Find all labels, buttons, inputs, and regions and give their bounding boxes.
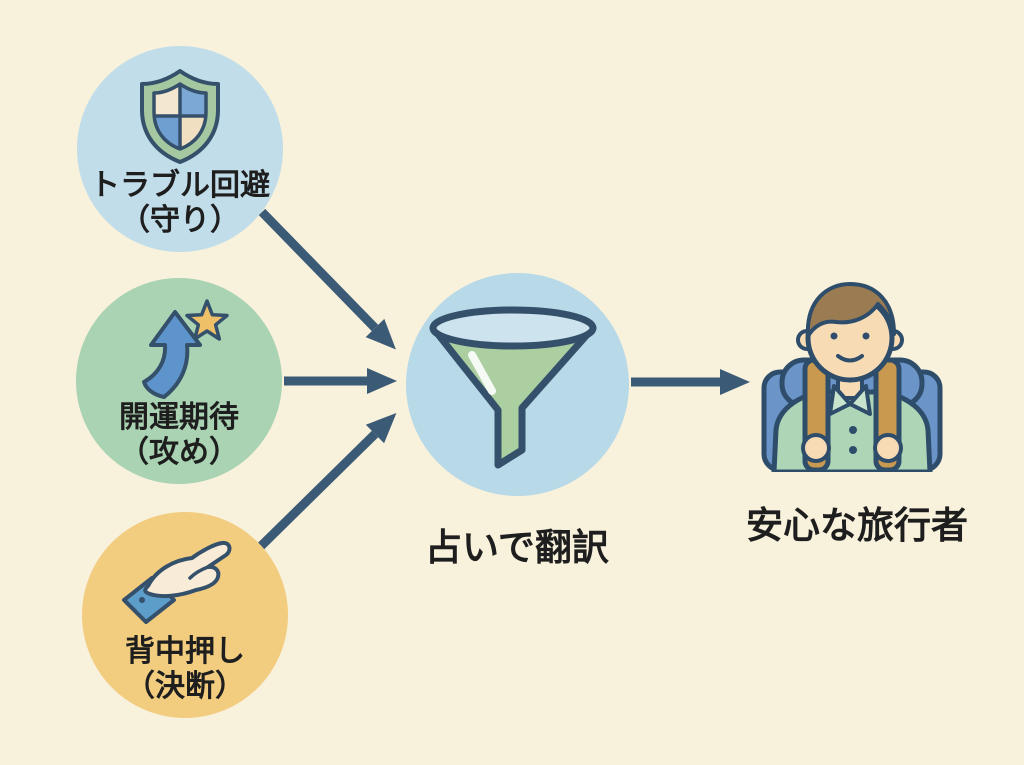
node-push-label: 背中押し （決断）: [82, 634, 288, 704]
node-luck-label: 開運期待 （攻め）: [76, 400, 282, 470]
funnel-icon: [429, 306, 597, 469]
traveler-icon: [761, 282, 943, 472]
node-luck-label-line2: （攻め）: [119, 436, 239, 469]
funnel-label: 占いで翻訳: [425, 527, 609, 568]
node-funnel: [406, 273, 629, 496]
node-trouble-avoidance: トラブル回避 （守り）: [77, 46, 283, 252]
funnel-rim: [429, 306, 597, 350]
giving-hand-icon: [122, 540, 232, 624]
node-push-label-line2: （決断）: [125, 670, 245, 703]
node-luck-expectation: 開運期待 （攻め）: [76, 278, 282, 484]
shield-icon: [140, 69, 220, 164]
node-trouble-label: トラブル回避 （守り）: [77, 168, 283, 238]
node-push-label-line1: 背中押し: [125, 635, 245, 668]
node-trouble-label-line2: （守り）: [120, 204, 240, 237]
traveler-label: 安心な旅行者: [746, 505, 968, 546]
star-glyph: [185, 299, 229, 341]
node-back-push: 背中押し （決断）: [82, 512, 288, 718]
rising-arrow-star-icon: [142, 299, 229, 399]
node-trouble-label-line1: トラブル回避: [90, 169, 270, 202]
rising-arrow-glyph: [142, 310, 202, 399]
node-luck-label-line1: 開運期待: [119, 401, 239, 434]
open-hand-glyph: [143, 540, 232, 599]
